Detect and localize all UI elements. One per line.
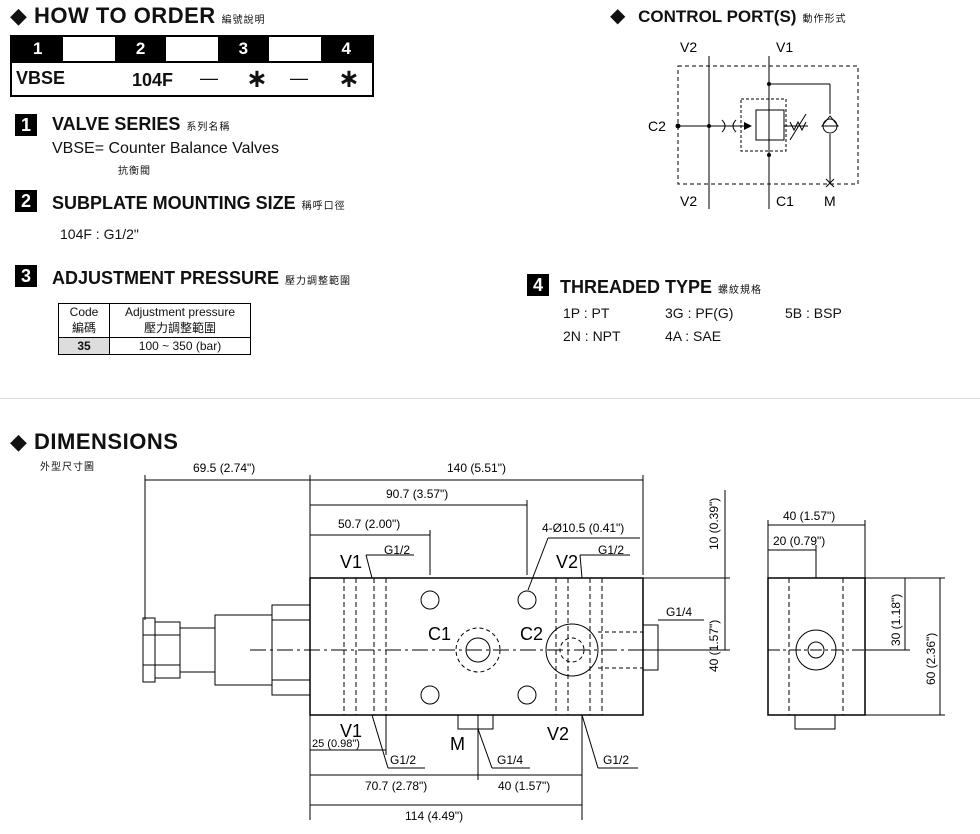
dim-70-7: 70.7 (2.78"): [365, 779, 427, 793]
label-g14-b: G1/4: [497, 753, 523, 767]
section-divider: [0, 398, 980, 399]
control-ports-schematic: V2 V1 C2 V2 C1 M: [648, 39, 859, 209]
ctrl-v2-top: V2: [680, 39, 697, 55]
label-v2-top: V2: [556, 552, 578, 572]
sec1-desc-cjk: 抗衡閥: [118, 166, 151, 177]
thread-3g: 3G : PF(G): [665, 305, 734, 321]
dim-40-vertical: 40 (1.57"): [707, 620, 721, 672]
ctrl-v2-bot: V2: [680, 193, 697, 209]
order-star-1: ∗: [246, 63, 268, 93]
order-size: 104F: [132, 70, 174, 90]
dimension-drawing: 69.5 (2.74") 140 (5.51") 90.7 (3.57") 50…: [142, 461, 945, 823]
dim-side-30: 30 (1.18"): [889, 594, 903, 646]
dim-90-7: 90.7 (3.57"): [386, 487, 448, 501]
dim-side-20: 20 (0.79"): [773, 534, 825, 548]
thread-5b: 5B : BSP: [785, 305, 842, 321]
table-cell-code: 35: [58, 337, 110, 355]
order-star-2: ∗: [338, 63, 360, 93]
diamond-icon: ◆: [10, 3, 28, 28]
sec4-number: 4: [527, 274, 549, 296]
dim-10: 10 (0.39"): [707, 498, 721, 550]
dimensions-cjk: 外型尺寸圖: [40, 462, 95, 473]
sec1-number: 1: [15, 114, 37, 136]
dim-69-5: 69.5 (2.74"): [193, 461, 255, 475]
order-code-grid: 1 2 3 4 VBSE 104F — ∗ — ∗: [10, 35, 374, 97]
ctrl-m: M: [824, 193, 836, 209]
diamond-icon: ◆: [10, 429, 28, 454]
table-cell-range: 100 ~ 350 (bar): [109, 337, 251, 355]
label-g12-a: G1/2: [384, 543, 410, 557]
sec2-number: 2: [15, 190, 37, 212]
order-dash-1: —: [200, 68, 218, 88]
label-g12-c: G1/2: [390, 753, 416, 767]
label-v1-bot: V1: [340, 721, 362, 741]
order-pos-2: 2: [114, 37, 167, 61]
dim-25: 25 (0.98"): [312, 738, 360, 750]
thread-2n: 2N : NPT: [563, 328, 621, 344]
sec1-desc: VBSE= Counter Balance Valves: [52, 140, 279, 157]
label-m: M: [450, 734, 465, 754]
ctrl-v1-top: V1: [776, 39, 793, 55]
order-pos-4: 4: [320, 37, 372, 61]
sec3-number: 3: [15, 265, 37, 287]
dimensions-title: ◆ DIMENSIONS: [10, 429, 179, 454]
order-dash-2: —: [290, 68, 308, 88]
thread-1p: 1P : PT: [563, 305, 610, 321]
label-g12-b: G1/2: [598, 543, 624, 557]
dim-holes: 4-Ø10.5 (0.41"): [542, 521, 624, 535]
ctrl-c1: C1: [776, 193, 794, 209]
label-g12-d: G1/2: [603, 753, 629, 767]
diamond-icon: ◆: [610, 5, 626, 27]
dim-114: 114 (4.49"): [405, 809, 463, 823]
order-pos-1: 1: [12, 37, 64, 61]
label-c2: C2: [520, 624, 543, 644]
label-v2-bot: V2: [547, 724, 569, 744]
dim-140: 140 (5.51"): [447, 461, 506, 475]
label-c1: C1: [428, 624, 451, 644]
dim-40-bottom: 40 (1.57"): [498, 779, 550, 793]
label-g14-a: G1/4: [666, 605, 692, 619]
label-v1-top: V1: [340, 552, 362, 572]
sec2-desc: 104F : G1/2": [60, 226, 139, 242]
dim-side-40: 40 (1.57"): [783, 509, 835, 523]
dim-50-7: 50.7 (2.00"): [338, 517, 400, 531]
thread-4a: 4A : SAE: [665, 328, 722, 344]
ctrl-c2: C2: [648, 118, 666, 134]
control-ports-title: ◆ CONTROL PORT(S)動作形式: [610, 5, 847, 27]
dim-side-60: 60 (2.36"): [924, 633, 938, 685]
order-pos-3: 3: [217, 37, 270, 61]
order-series: VBSE: [16, 68, 66, 88]
